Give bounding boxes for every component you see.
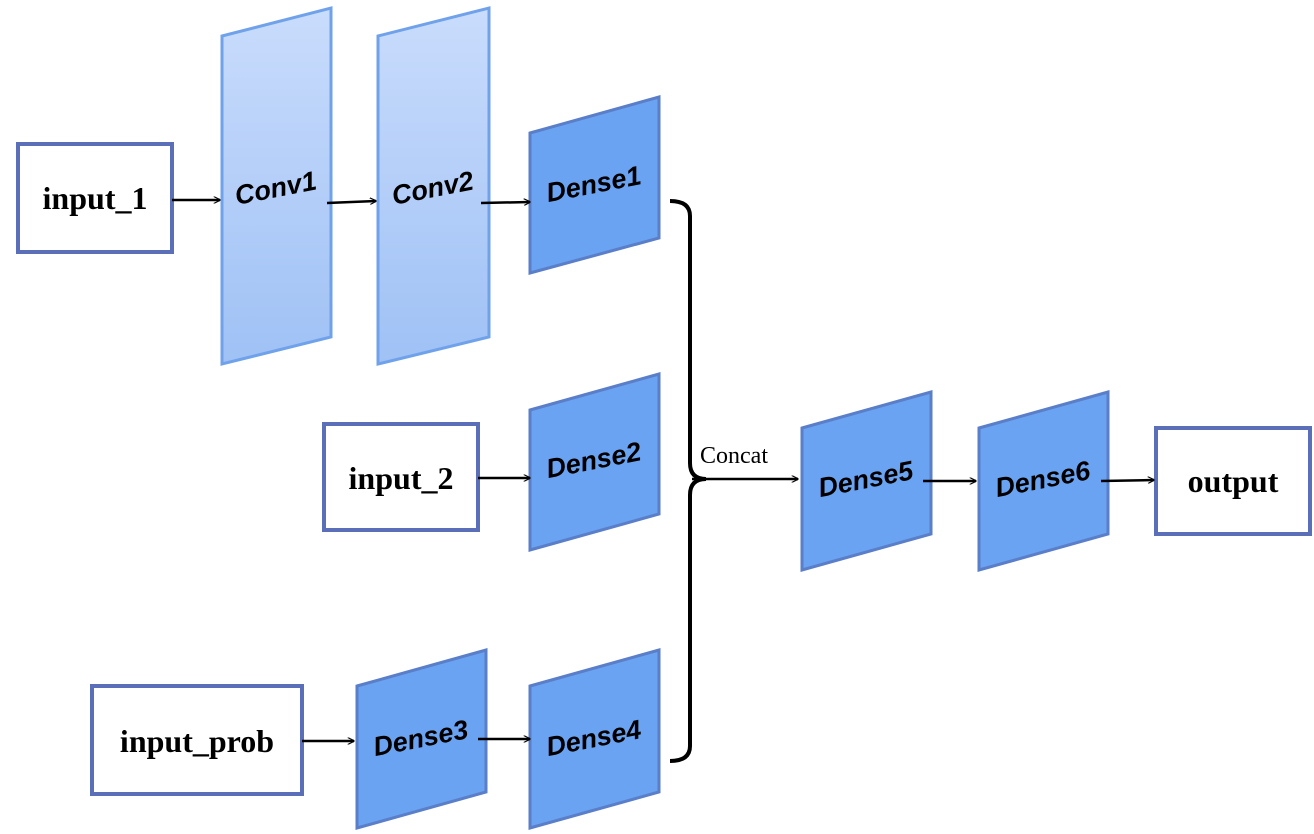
dense5-layer: Dense5 [800,390,933,572]
input-prob-node: input_prob [90,684,304,796]
arrow-conv2-dense1 [480,202,530,203]
arrow-conv1-conv2 [326,201,376,203]
concat-bracket [669,199,707,763]
conv2-layer: Conv2 [376,6,491,366]
dense3-layer: Dense3 [355,648,488,830]
input-2-node: input_2 [322,422,480,532]
concat-label: Concat [700,443,768,469]
input-prob-box [90,684,304,796]
dense1-layer: Dense1 [528,95,661,275]
dense3-shape [355,648,488,830]
input-1-node: input_1 [16,142,174,254]
arrow-dense6-output [1100,480,1154,481]
input-1-label: input_1 [43,180,148,216]
conv1-layer: Conv1 [220,6,333,366]
output-node: output [1154,426,1312,536]
dense4-shape [528,648,661,830]
dense2-shape [528,372,661,552]
dense2-layer: Dense2 [528,372,661,552]
conv1-shape [220,6,333,366]
output-box [1154,426,1312,536]
input-prob-label: input_prob [120,723,274,759]
dense5-shape [800,390,933,572]
input-1-box [16,142,174,254]
dense6-shape [977,390,1110,572]
input-2-label: input_2 [349,460,454,496]
conv2-shape [376,6,491,366]
dense1-shape [528,95,661,275]
dense4-layer: Dense4 [528,648,661,830]
dense6-layer: Dense6 [977,390,1110,572]
output-label: output [1188,463,1279,499]
input-2-box [322,422,480,532]
